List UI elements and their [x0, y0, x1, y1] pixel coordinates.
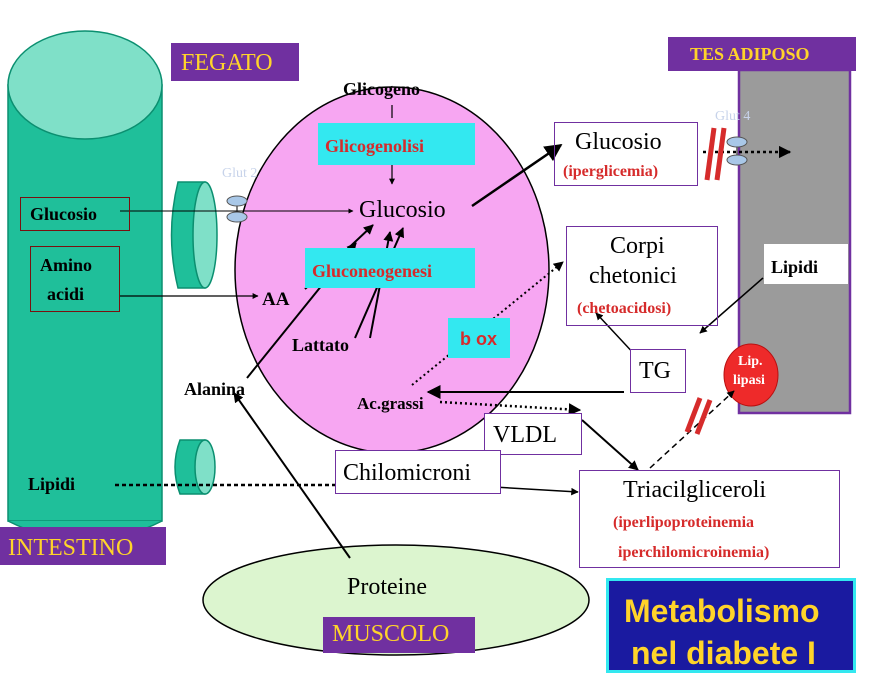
lipidi-adipose-label: Lipidi [771, 257, 819, 277]
ac-grassi-label: Ac.grassi [357, 394, 424, 413]
glucosio-blood-box [554, 122, 698, 186]
title-box [606, 578, 856, 673]
acidi-label: acidi [47, 284, 85, 304]
proteine-label: Proteine [347, 574, 427, 600]
muscolo-label: MUSCOLO [332, 621, 450, 647]
iperchilomicroinemia-label: iperchilomicroinemia) [618, 544, 770, 561]
lipasi-label: lipasi [733, 373, 765, 388]
glucosio-intestine-box [20, 197, 130, 231]
glucosio-intestine-label: Glucosio [30, 204, 98, 224]
beta-ox-label: b ox [460, 329, 498, 349]
glicogenolisi-label: Glicogenolisi [325, 136, 424, 156]
intestino-label: INTESTINO [8, 535, 134, 561]
gluconeogenesi-box [305, 248, 475, 288]
chetonici-label: chetonici [589, 263, 677, 289]
gluconeogenesi-label: Gluconeogenesi [312, 261, 432, 281]
beta-ox-box [448, 318, 510, 358]
vldl-box [484, 413, 582, 455]
tg-box [630, 349, 686, 393]
glut4-label: Glut 4 [715, 109, 751, 124]
title-line2: nel diabete I [631, 635, 816, 671]
glicogeno-label: Glicogeno [343, 79, 420, 99]
glucosio-blood-label: Glucosio [575, 129, 662, 155]
muscolo-tag [323, 617, 475, 653]
glut4-transporter [726, 136, 748, 166]
chilomicroni-label: Chilomicroni [343, 460, 471, 486]
iperlipoproteinemia-label: (iperlipoproteinemia [613, 514, 755, 531]
amino-label: Amino [40, 255, 93, 275]
intestine-cylinder [7, 30, 163, 542]
corpi-chetonici-box [566, 226, 718, 326]
triacilgliceroli-label: Triacilgliceroli [623, 477, 767, 503]
lattato-label: Lattato [292, 335, 349, 355]
aa-label: AA [262, 289, 290, 310]
intestine-wall-barrel-bottom [174, 439, 216, 495]
vldl-label: VLDL [493, 422, 557, 448]
triacilgliceroli-box [579, 470, 840, 568]
block-marks [684, 127, 727, 435]
amino-acidi-box [30, 246, 120, 312]
glucosio-liver-label: Glucosio [359, 197, 446, 223]
intestino-tag [0, 527, 166, 565]
title-line1: Metabolismo [624, 593, 820, 629]
intestine-wall-barrel-top [170, 181, 218, 289]
chetoacidosi-label: (chetoacidosi) [577, 300, 672, 317]
alanina-label: Alanina [184, 379, 246, 399]
muscle-ellipse [202, 544, 590, 656]
glut2-transporter [226, 195, 248, 223]
lipidi-intestine-label: Lipidi [28, 474, 76, 494]
lipase-circle [723, 343, 779, 407]
glicogenolisi-box [318, 123, 475, 165]
glut2-label: Glut 2 [222, 166, 258, 181]
corpi-label: Corpi [610, 233, 665, 259]
tg-label: TG [639, 358, 671, 384]
tes-adiposo-label: TES ADIPOSO [690, 44, 810, 64]
fegato-tag [171, 43, 299, 81]
lip-label: Lip. [738, 354, 763, 369]
fegato-label: FEGATO [181, 50, 273, 76]
tes-adiposo-tag [668, 37, 856, 71]
lipidi-adipose-box [764, 244, 848, 284]
iperglicemia-label: (iperglicemia) [563, 163, 659, 180]
chilomicroni-box [335, 450, 501, 494]
